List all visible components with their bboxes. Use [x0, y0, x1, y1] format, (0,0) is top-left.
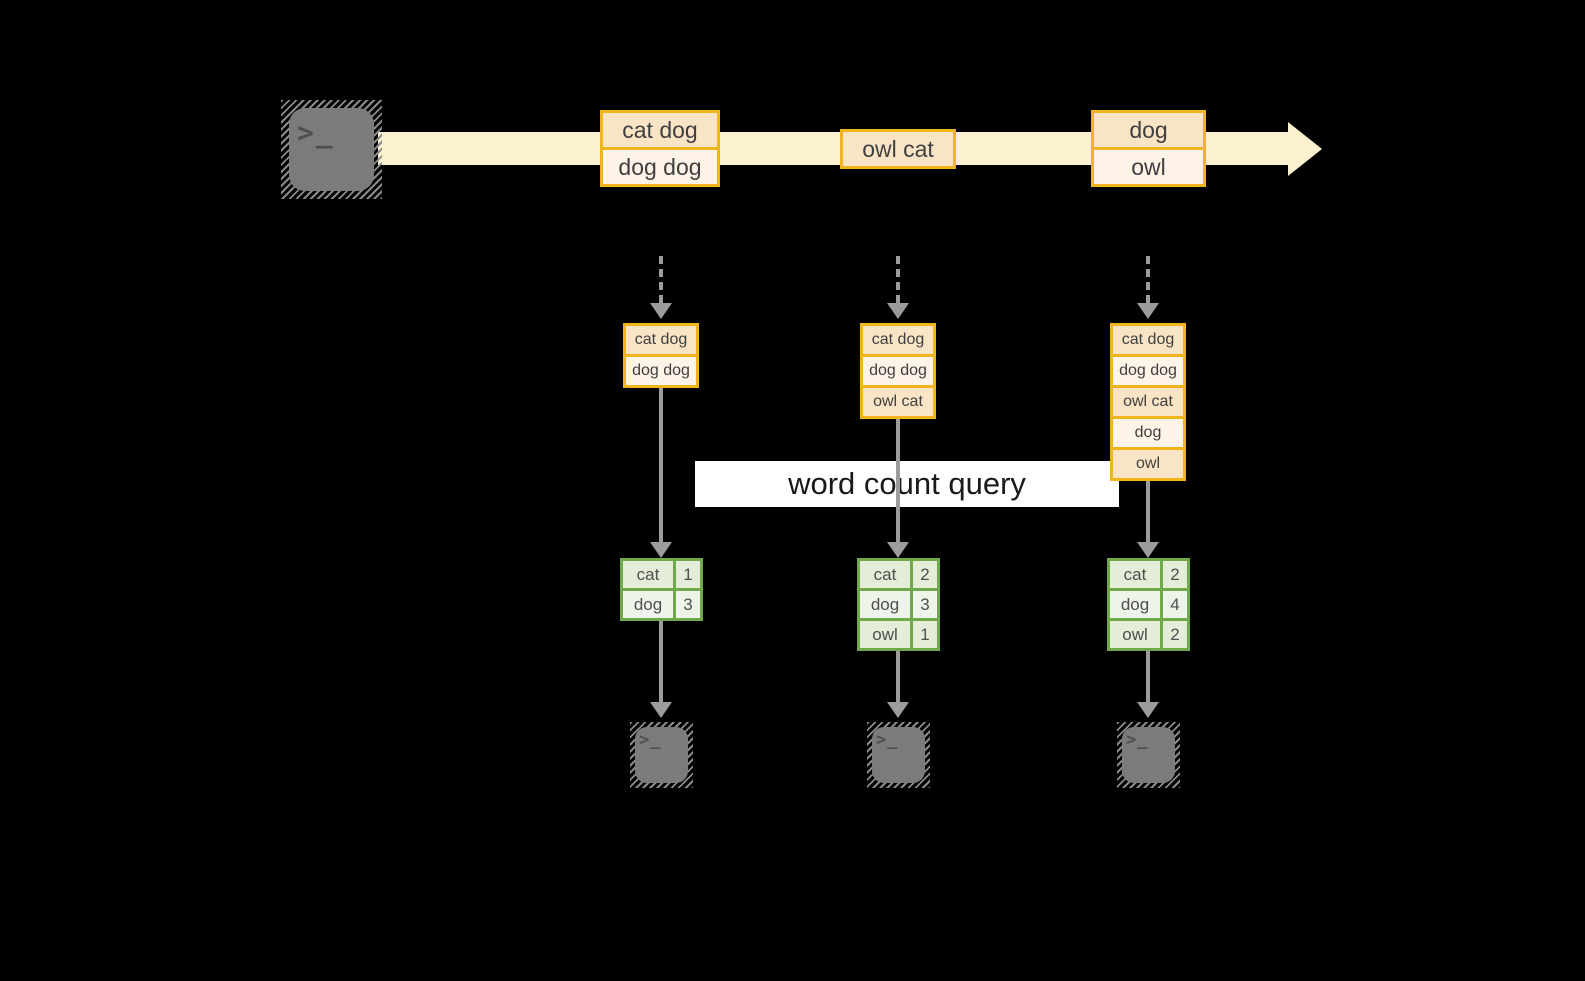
query-label-banner: word count query — [695, 461, 1119, 507]
terminal-prompt-icon: >_ — [639, 730, 662, 750]
count-cell: 1 — [673, 561, 700, 588]
stack-row: dog dog — [1113, 354, 1183, 385]
batch-row: owl cat — [843, 132, 953, 166]
query-arrowhead-icon — [887, 542, 909, 558]
count-cell: 2 — [910, 561, 937, 588]
table-row: dog 4 — [1110, 588, 1187, 618]
count-cell: 3 — [673, 591, 700, 618]
accumulated-stack-2: cat dog dog dog owl cat — [860, 323, 936, 419]
batch-row: owl — [1094, 147, 1203, 184]
output-arrow — [896, 651, 900, 702]
count-cell: 2 — [1160, 561, 1187, 588]
table-row: owl 2 — [1110, 618, 1187, 648]
word-cell: dog — [623, 591, 673, 618]
sink-terminal-icon: >_ — [867, 722, 930, 788]
terminal-screen — [1122, 727, 1175, 783]
stack-row: dog dog — [863, 354, 933, 385]
terminal-screen — [872, 727, 925, 783]
query-arrowhead-icon — [650, 542, 672, 558]
accumulated-stack-3: cat dog dog dog owl cat dog owl — [1110, 323, 1186, 481]
stack-row: cat dog — [863, 326, 933, 354]
word-count-table-1: cat 1 dog 3 — [620, 558, 703, 621]
stack-row: cat dog — [1113, 326, 1183, 354]
ingest-arrow-dashed — [896, 256, 900, 303]
stack-row: cat dog — [626, 326, 696, 354]
stack-row: owl cat — [863, 385, 933, 416]
count-cell: 3 — [910, 591, 937, 618]
stream-arrow-head-icon — [1288, 122, 1322, 176]
stack-row: owl cat — [1113, 385, 1183, 416]
query-arrowhead-icon — [1137, 542, 1159, 558]
count-cell: 4 — [1160, 591, 1187, 618]
ingest-arrowhead-icon — [887, 303, 909, 319]
stream-batch-2: owl cat — [840, 129, 956, 169]
ingest-arrow-dashed — [1146, 256, 1150, 303]
word-cell: owl — [1110, 621, 1160, 648]
terminal-prompt-icon: >_ — [297, 116, 335, 149]
stream-batch-1: cat dog dog dog — [600, 110, 720, 187]
word-cell: cat — [623, 561, 673, 588]
source-terminal-icon: >_ — [281, 100, 382, 199]
count-cell: 1 — [910, 621, 937, 648]
word-cell: cat — [1110, 561, 1160, 588]
stream-batch-3: dog owl — [1091, 110, 1206, 187]
stack-row: dog — [1113, 416, 1183, 447]
word-count-table-3: cat 2 dog 4 owl 2 — [1107, 558, 1190, 651]
terminal-prompt-icon: >_ — [1126, 730, 1149, 750]
terminal-prompt-icon: >_ — [876, 730, 899, 750]
word-cell: dog — [860, 591, 910, 618]
batch-row: cat dog — [603, 113, 717, 147]
terminal-screen — [289, 108, 374, 191]
ingest-arrowhead-icon — [1137, 303, 1159, 319]
query-label: word count query — [788, 466, 1026, 501]
output-arrowhead-icon — [1137, 702, 1159, 718]
query-arrow — [659, 386, 663, 542]
count-cell: 2 — [1160, 621, 1187, 648]
accumulated-stack-1: cat dog dog dog — [623, 323, 699, 388]
query-arrow — [1146, 479, 1150, 542]
ingest-arrow-dashed — [659, 256, 663, 303]
sink-terminal-icon: >_ — [1117, 722, 1180, 788]
output-arrowhead-icon — [887, 702, 909, 718]
batch-row: dog — [1094, 113, 1203, 147]
batch-row: dog dog — [603, 147, 717, 184]
word-cell: owl — [860, 621, 910, 648]
stack-row: dog dog — [626, 354, 696, 385]
word-count-table-2: cat 2 dog 3 owl 1 — [857, 558, 940, 651]
output-arrowhead-icon — [650, 702, 672, 718]
table-row: dog 3 — [623, 588, 700, 618]
table-row: cat 1 — [623, 561, 700, 588]
output-arrow — [659, 621, 663, 702]
stack-row: owl — [1113, 447, 1183, 478]
query-arrow — [896, 417, 900, 542]
terminal-screen — [635, 727, 688, 783]
table-row: owl 1 — [860, 618, 937, 648]
table-row: cat 2 — [860, 561, 937, 588]
output-arrow — [1146, 651, 1150, 702]
ingest-arrowhead-icon — [650, 303, 672, 319]
word-cell: dog — [1110, 591, 1160, 618]
word-cell: cat — [860, 561, 910, 588]
table-row: cat 2 — [1110, 561, 1187, 588]
sink-terminal-icon: >_ — [630, 722, 693, 788]
table-row: dog 3 — [860, 588, 937, 618]
